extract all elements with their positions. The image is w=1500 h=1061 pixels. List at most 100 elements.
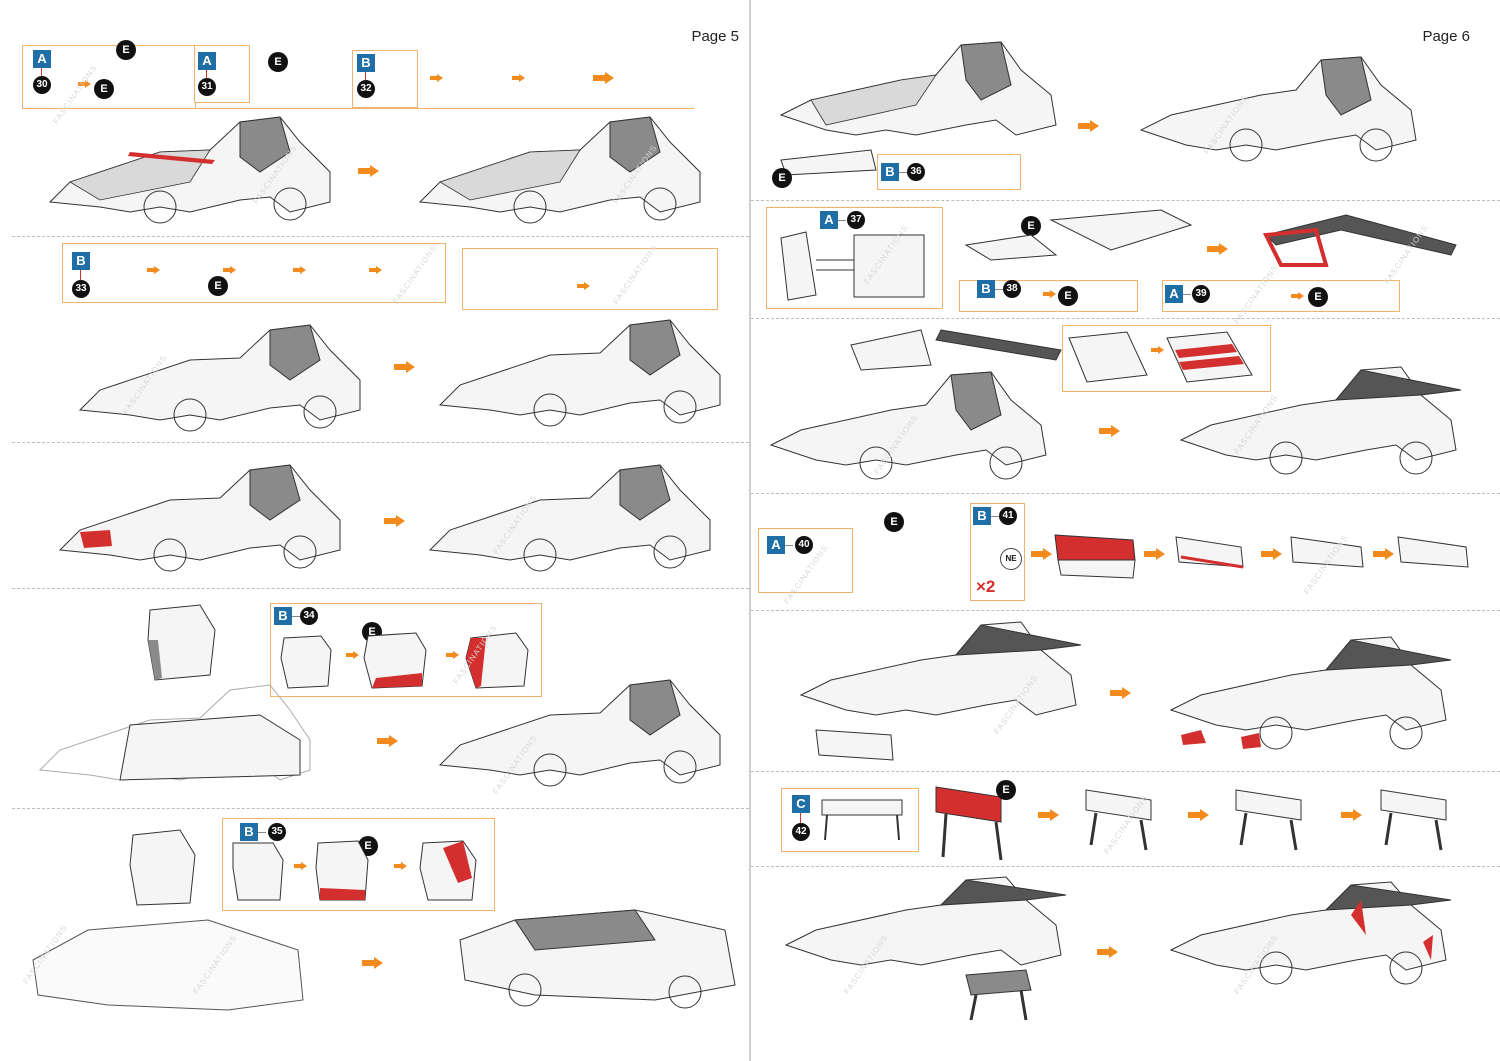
row-divider	[751, 771, 1500, 772]
page-number: Page 5	[691, 28, 739, 45]
car-body-outline	[32, 919, 304, 1011]
part-number: 38	[1003, 280, 1021, 298]
marker-e: E	[1058, 286, 1078, 306]
sheet-tag: C	[792, 795, 810, 813]
sheet-tag: B	[881, 163, 899, 181]
step-33-box	[62, 243, 446, 303]
door-part-drawing	[129, 829, 196, 906]
car-body-drawing	[438, 319, 721, 427]
page-number: Page 6	[1422, 28, 1470, 45]
car-body-drawing	[1169, 636, 1452, 750]
car-body-drawing	[418, 116, 701, 224]
part-number: 35	[268, 823, 286, 841]
tag-link	[258, 832, 266, 833]
part-number: 36	[907, 163, 925, 181]
quantity-label: ×2	[976, 577, 996, 596]
sheet-tag: A	[820, 211, 838, 229]
car-body-drawing	[459, 909, 736, 1009]
car-body-drawing	[58, 464, 341, 572]
tag-link	[800, 813, 801, 823]
marker-e: E	[1021, 216, 1041, 236]
tag-link	[206, 70, 207, 78]
row-divider	[12, 808, 749, 809]
sheet-tag: B	[274, 607, 292, 625]
part-number: 40	[795, 536, 813, 554]
marker-e: E	[1308, 287, 1328, 307]
car-body-drawing	[784, 876, 1067, 1021]
row-divider	[12, 442, 749, 443]
sheet-tag: A	[1165, 285, 1183, 303]
door-panel-sequence	[280, 632, 529, 689]
tag-link	[41, 68, 42, 76]
car-body-drawing	[1179, 366, 1462, 475]
car-body-drawing	[438, 679, 721, 787]
marker-e: E	[268, 52, 288, 72]
row-divider	[12, 588, 749, 589]
car-body-drawing	[799, 621, 1082, 761]
sheet-tag: B	[973, 507, 991, 525]
row-divider	[751, 318, 1500, 319]
tag-link	[80, 270, 81, 280]
instruction-page-5: Page 5 A 30 E E A 31 E B 32 B 33 E	[0, 0, 749, 1061]
tag-link	[365, 72, 366, 80]
page-gutter	[749, 0, 751, 1061]
marker-e: E	[884, 512, 904, 532]
part-number: 30	[33, 76, 51, 94]
part-number: 42	[792, 823, 810, 841]
ne-marker: NE	[1000, 548, 1022, 570]
tag-link	[1183, 294, 1191, 295]
row-divider	[751, 493, 1500, 494]
car-body-drawing	[78, 324, 361, 432]
part-number: 37	[847, 211, 865, 229]
sheet-tag: B	[357, 54, 375, 72]
car-body-drawing	[1169, 881, 1452, 985]
sheet-tag: B	[240, 823, 258, 841]
marker-e: E	[116, 40, 136, 60]
sheet-tag: A	[33, 50, 51, 68]
rear-frame-assembly	[935, 786, 1003, 861]
part-number: 33	[72, 280, 90, 298]
bumper-sequence	[1175, 536, 1469, 569]
marker-e: E	[94, 79, 114, 99]
car-body-drawing	[779, 41, 1057, 176]
windshield-part-drawing	[780, 231, 925, 301]
sheet-tag: B	[72, 252, 90, 270]
rear-frame-part-drawing	[821, 799, 903, 841]
roof-panel-sequence	[1068, 331, 1253, 383]
row-divider	[751, 866, 1500, 867]
part-number: 39	[1192, 285, 1210, 303]
part-number: 34	[300, 607, 318, 625]
car-body-drawing	[48, 116, 331, 224]
tag-link	[995, 289, 1003, 290]
car-body-drawing	[769, 329, 1062, 480]
tag-link	[899, 172, 907, 173]
sheet-tag: A	[767, 536, 785, 554]
detail-callout-box	[462, 248, 718, 310]
car-body-drawing	[428, 464, 711, 572]
marker-e: E	[208, 276, 228, 296]
marker-e: E	[772, 168, 792, 188]
row-divider	[12, 236, 749, 237]
row-divider	[751, 610, 1500, 611]
rear-frame-sequence	[1085, 789, 1447, 851]
tag-link	[991, 516, 999, 517]
sheet-tag: B	[977, 280, 995, 298]
door-panel-sequence	[232, 840, 477, 901]
roof-assembly-drawing	[1262, 214, 1457, 267]
bumper-part-drawing	[1054, 534, 1136, 579]
part-number: 41	[999, 507, 1017, 525]
tag-link	[785, 545, 793, 546]
door-part-drawing	[147, 604, 216, 681]
step-32-box	[352, 50, 418, 108]
sheet-tag: A	[198, 52, 216, 70]
tag-link	[292, 616, 300, 617]
marker-e: E	[996, 780, 1016, 800]
part-number: 31	[198, 78, 216, 96]
car-body-drawing	[1139, 56, 1417, 162]
callout-line	[194, 108, 694, 109]
instruction-page-6: Page 6 E B 36 A 37 E B 38 E A	[751, 0, 1500, 1061]
step-30-box	[22, 45, 196, 109]
part-number: 32	[357, 80, 375, 98]
tag-link	[838, 220, 846, 221]
row-divider	[751, 200, 1500, 201]
